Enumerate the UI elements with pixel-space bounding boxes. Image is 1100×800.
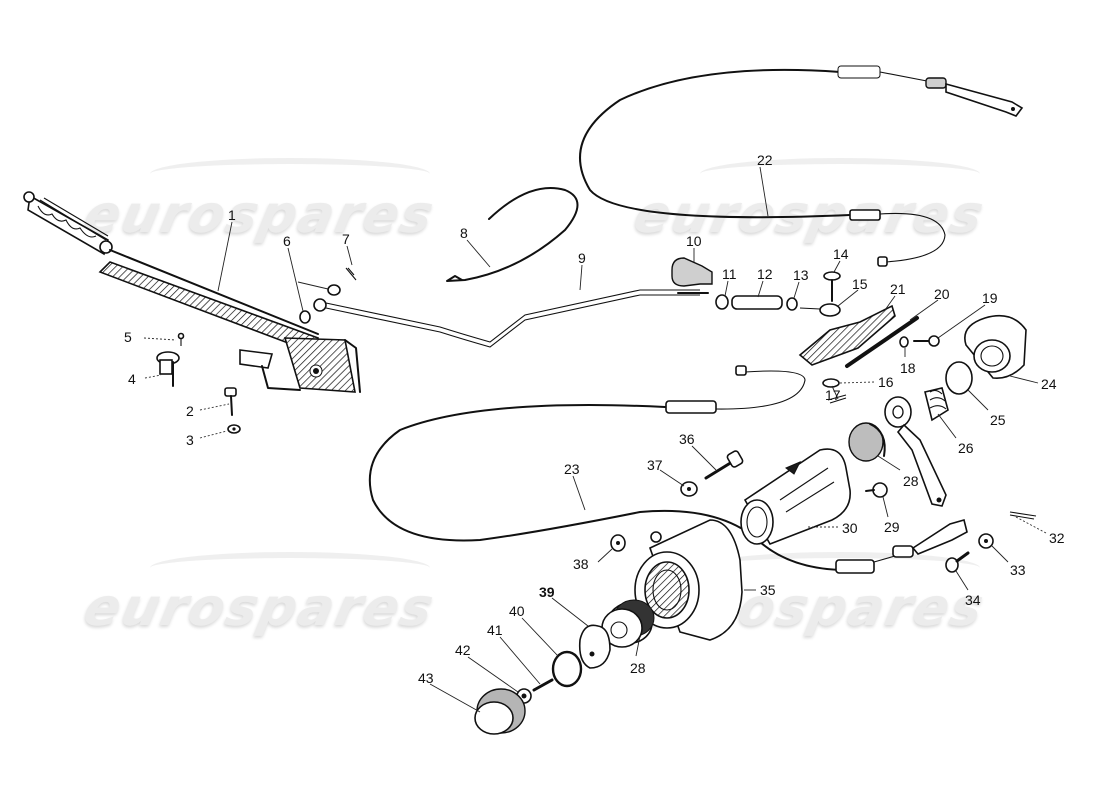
washer-part-33 bbox=[978, 533, 994, 549]
bushing-part-28-lower bbox=[601, 599, 655, 648]
callout-42[interactable]: 42 bbox=[455, 642, 471, 658]
callout-20[interactable]: 20 bbox=[934, 286, 950, 302]
callout-5[interactable]: 5 bbox=[124, 329, 132, 345]
rubber-boot-part-10 bbox=[671, 257, 713, 287]
screw-part-41 bbox=[532, 678, 554, 692]
callout-11[interactable]: 11 bbox=[722, 266, 737, 282]
washer-part-6 bbox=[299, 284, 341, 324]
equalizer-bar-part-21 bbox=[798, 304, 896, 366]
handbrake-lever bbox=[23, 191, 320, 354]
callout-16[interactable]: 16 bbox=[878, 374, 894, 390]
bolt-part-2 bbox=[224, 387, 237, 416]
pin-part-14 bbox=[823, 271, 841, 302]
callout-35[interactable]: 35 bbox=[760, 582, 776, 598]
spring-lever-part-26 bbox=[884, 387, 949, 507]
callout-9[interactable]: 9 bbox=[578, 250, 586, 266]
knob-cap-part-43 bbox=[474, 688, 526, 735]
callout-32[interactable]: 32 bbox=[1049, 530, 1065, 546]
switch-part-4 bbox=[156, 351, 180, 387]
bolt-part-36 bbox=[704, 450, 744, 480]
callout-38[interactable]: 38 bbox=[573, 556, 589, 572]
nut-part-11 bbox=[715, 294, 729, 310]
screw-part-5 bbox=[177, 332, 185, 346]
washer-part-38 bbox=[610, 534, 626, 552]
callout-4[interactable]: 4 bbox=[128, 371, 136, 387]
callout-28-lower[interactable]: 28 bbox=[630, 660, 646, 676]
callout-25[interactable]: 25 bbox=[990, 412, 1006, 428]
callout-26[interactable]: 26 bbox=[958, 440, 974, 456]
callout-2[interactable]: 2 bbox=[186, 403, 194, 419]
plug-part-29 bbox=[865, 482, 888, 498]
felt-pad-part-28-upper bbox=[848, 422, 886, 462]
callout-41[interactable]: 41 bbox=[487, 622, 503, 638]
callout-12[interactable]: 12 bbox=[757, 266, 773, 282]
brake-cable-part-22 bbox=[579, 65, 1024, 267]
callout-7[interactable]: 7 bbox=[342, 231, 350, 247]
spring-clip-part-8 bbox=[446, 186, 579, 282]
callout-21[interactable]: 21 bbox=[890, 281, 906, 297]
lever-base-bracket bbox=[239, 337, 361, 393]
callout-13[interactable]: 13 bbox=[793, 267, 809, 283]
callout-24[interactable]: 24 bbox=[1041, 376, 1057, 392]
callout-22[interactable]: 22 bbox=[757, 152, 773, 168]
snap-ring-part-25 bbox=[945, 361, 973, 395]
snap-ring-part-40 bbox=[551, 650, 583, 688]
callout-18[interactable]: 18 bbox=[900, 360, 916, 376]
callout-36[interactable]: 36 bbox=[679, 431, 695, 447]
washer-part-16 bbox=[822, 378, 840, 388]
nut-part-13 bbox=[786, 297, 798, 311]
sleeve-part-12 bbox=[731, 295, 783, 310]
callout-33[interactable]: 33 bbox=[1010, 562, 1026, 578]
callout-39[interactable]: 39 bbox=[539, 584, 555, 600]
cotter-pin-part-7 bbox=[345, 267, 357, 281]
callout-37[interactable]: 37 bbox=[647, 457, 663, 473]
plate-part-39 bbox=[578, 624, 611, 669]
barrel-part-30 bbox=[740, 448, 851, 545]
callout-10[interactable]: 10 bbox=[686, 233, 702, 249]
callout-1[interactable]: 1 bbox=[228, 207, 236, 223]
callout-34[interactable]: 34 bbox=[965, 592, 981, 608]
washer-part-3 bbox=[227, 424, 241, 434]
callout-14[interactable]: 14 bbox=[833, 246, 849, 262]
callout-30[interactable]: 30 bbox=[842, 520, 858, 536]
callout-28-upper[interactable]: 28 bbox=[903, 473, 919, 489]
brake-rod-part-9 bbox=[313, 289, 709, 348]
callout-8[interactable]: 8 bbox=[460, 225, 468, 241]
callout-19[interactable]: 19 bbox=[982, 290, 998, 306]
callout-43[interactable]: 43 bbox=[418, 670, 434, 686]
callout-6[interactable]: 6 bbox=[283, 233, 291, 249]
housing-cap-part-24 bbox=[964, 314, 1027, 380]
callout-3[interactable]: 3 bbox=[186, 432, 194, 448]
washer-part-37 bbox=[680, 481, 698, 497]
leader-lines bbox=[143, 166, 1047, 713]
eye-bolt-part-15 bbox=[799, 303, 841, 317]
callout-23[interactable]: 23 bbox=[564, 461, 580, 477]
callout-15[interactable]: 15 bbox=[852, 276, 868, 292]
callout-29[interactable]: 29 bbox=[884, 519, 900, 535]
callout-17[interactable]: 17 bbox=[825, 387, 841, 403]
cotter-pin-part-32 bbox=[1009, 511, 1037, 520]
callout-40[interactable]: 40 bbox=[509, 603, 525, 619]
pin-part-20 bbox=[845, 316, 919, 368]
bolt-part-19 bbox=[913, 335, 940, 347]
washer-part-18 bbox=[899, 336, 909, 348]
pin-part-34 bbox=[945, 551, 970, 573]
